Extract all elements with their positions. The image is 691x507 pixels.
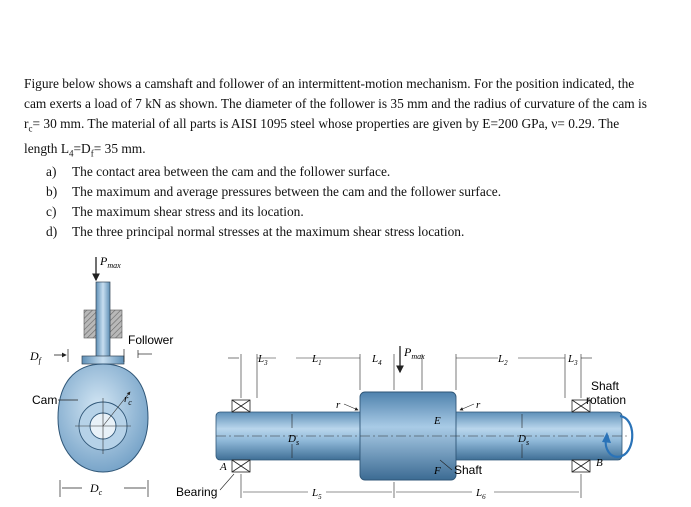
intro-subscript: 4 xyxy=(69,148,74,159)
shaft-label: Shaft xyxy=(454,463,483,477)
pmax-label-left: Pmax xyxy=(99,254,121,270)
question-text: The three principal normal stresses at t… xyxy=(72,224,465,239)
shaft-rotation-line: Shaft xyxy=(591,379,620,393)
l3-right: L3 xyxy=(567,353,578,367)
fillet-r-left: r xyxy=(336,399,341,411)
shaft-rotation-line: rotation xyxy=(586,393,626,407)
l1: L1 xyxy=(311,353,322,367)
question-text: The contact area between the cam and the… xyxy=(72,164,391,179)
question-text: The maximum and average pressures betwee… xyxy=(72,184,502,199)
l5: L5 xyxy=(311,487,322,501)
pmax-label-center: Pmax xyxy=(403,345,425,361)
label-b: B xyxy=(596,457,603,469)
label-a: A xyxy=(219,461,227,473)
bearing-b xyxy=(571,399,591,473)
question-item: b) The maximum and average pressures betw… xyxy=(46,182,501,202)
fillet-r-right: r xyxy=(476,399,481,411)
intro-text-segment: = 35 mm. xyxy=(93,140,146,156)
label-f: F xyxy=(433,465,441,477)
question-item: a) The contact area between the cam and t… xyxy=(46,162,501,182)
follower-guide-left xyxy=(83,309,97,339)
intro-text-segment: = 30 mm. The material of all parts is AI… xyxy=(32,116,552,131)
question-item: c) The maximum shear stress and its locat… xyxy=(46,202,501,222)
ds-label-left: Ds xyxy=(287,433,299,447)
follower-guide-right xyxy=(109,309,123,339)
problem-statement: Figure below shows a camshaft and follow… xyxy=(24,74,654,163)
intro-subscript: c xyxy=(28,123,33,134)
intro-text-segment: Figure below shows a camshaft and follow… xyxy=(24,76,647,131)
ds-label-right: Ds xyxy=(517,433,529,447)
intro-text-segment: ν= 0.29. The length L xyxy=(24,116,620,156)
dc-label: Dc xyxy=(89,481,103,497)
rc-label: rc xyxy=(124,393,132,407)
question-label: a) xyxy=(46,164,57,179)
cam-label: Cam xyxy=(32,393,57,407)
follower-foot xyxy=(81,355,125,365)
l2: L2 xyxy=(497,353,508,367)
end-view: Pmax Follower Df Cam rc Dc xyxy=(29,254,173,497)
l4: L4 xyxy=(371,353,382,367)
side-view: A B Bearing r r E F Ds Ds xyxy=(176,345,634,501)
question-item: d) The three principal normal stresses at… xyxy=(46,222,501,242)
df-label: Df xyxy=(29,349,43,365)
label-e: E xyxy=(433,415,441,427)
l3-left: L3 xyxy=(257,353,268,367)
question-label: c) xyxy=(46,204,57,219)
bearing-label: Bearing xyxy=(176,485,217,499)
rotation-arrow-icon xyxy=(604,414,634,458)
intro-text-segment: =D xyxy=(73,140,91,156)
follower-label: Follower xyxy=(128,333,173,347)
intro-subscript: f xyxy=(90,148,94,159)
question-label: d) xyxy=(46,224,58,239)
camshaft-figure: Pmax Follower Df Cam rc Dc xyxy=(29,254,634,501)
question-text: The maximum shear stress and its locatio… xyxy=(72,204,304,219)
question-label: b) xyxy=(46,184,58,199)
bearing-a xyxy=(231,399,251,473)
question-list: a) The contact area between the cam and t… xyxy=(46,162,501,242)
l6: L6 xyxy=(475,487,486,501)
